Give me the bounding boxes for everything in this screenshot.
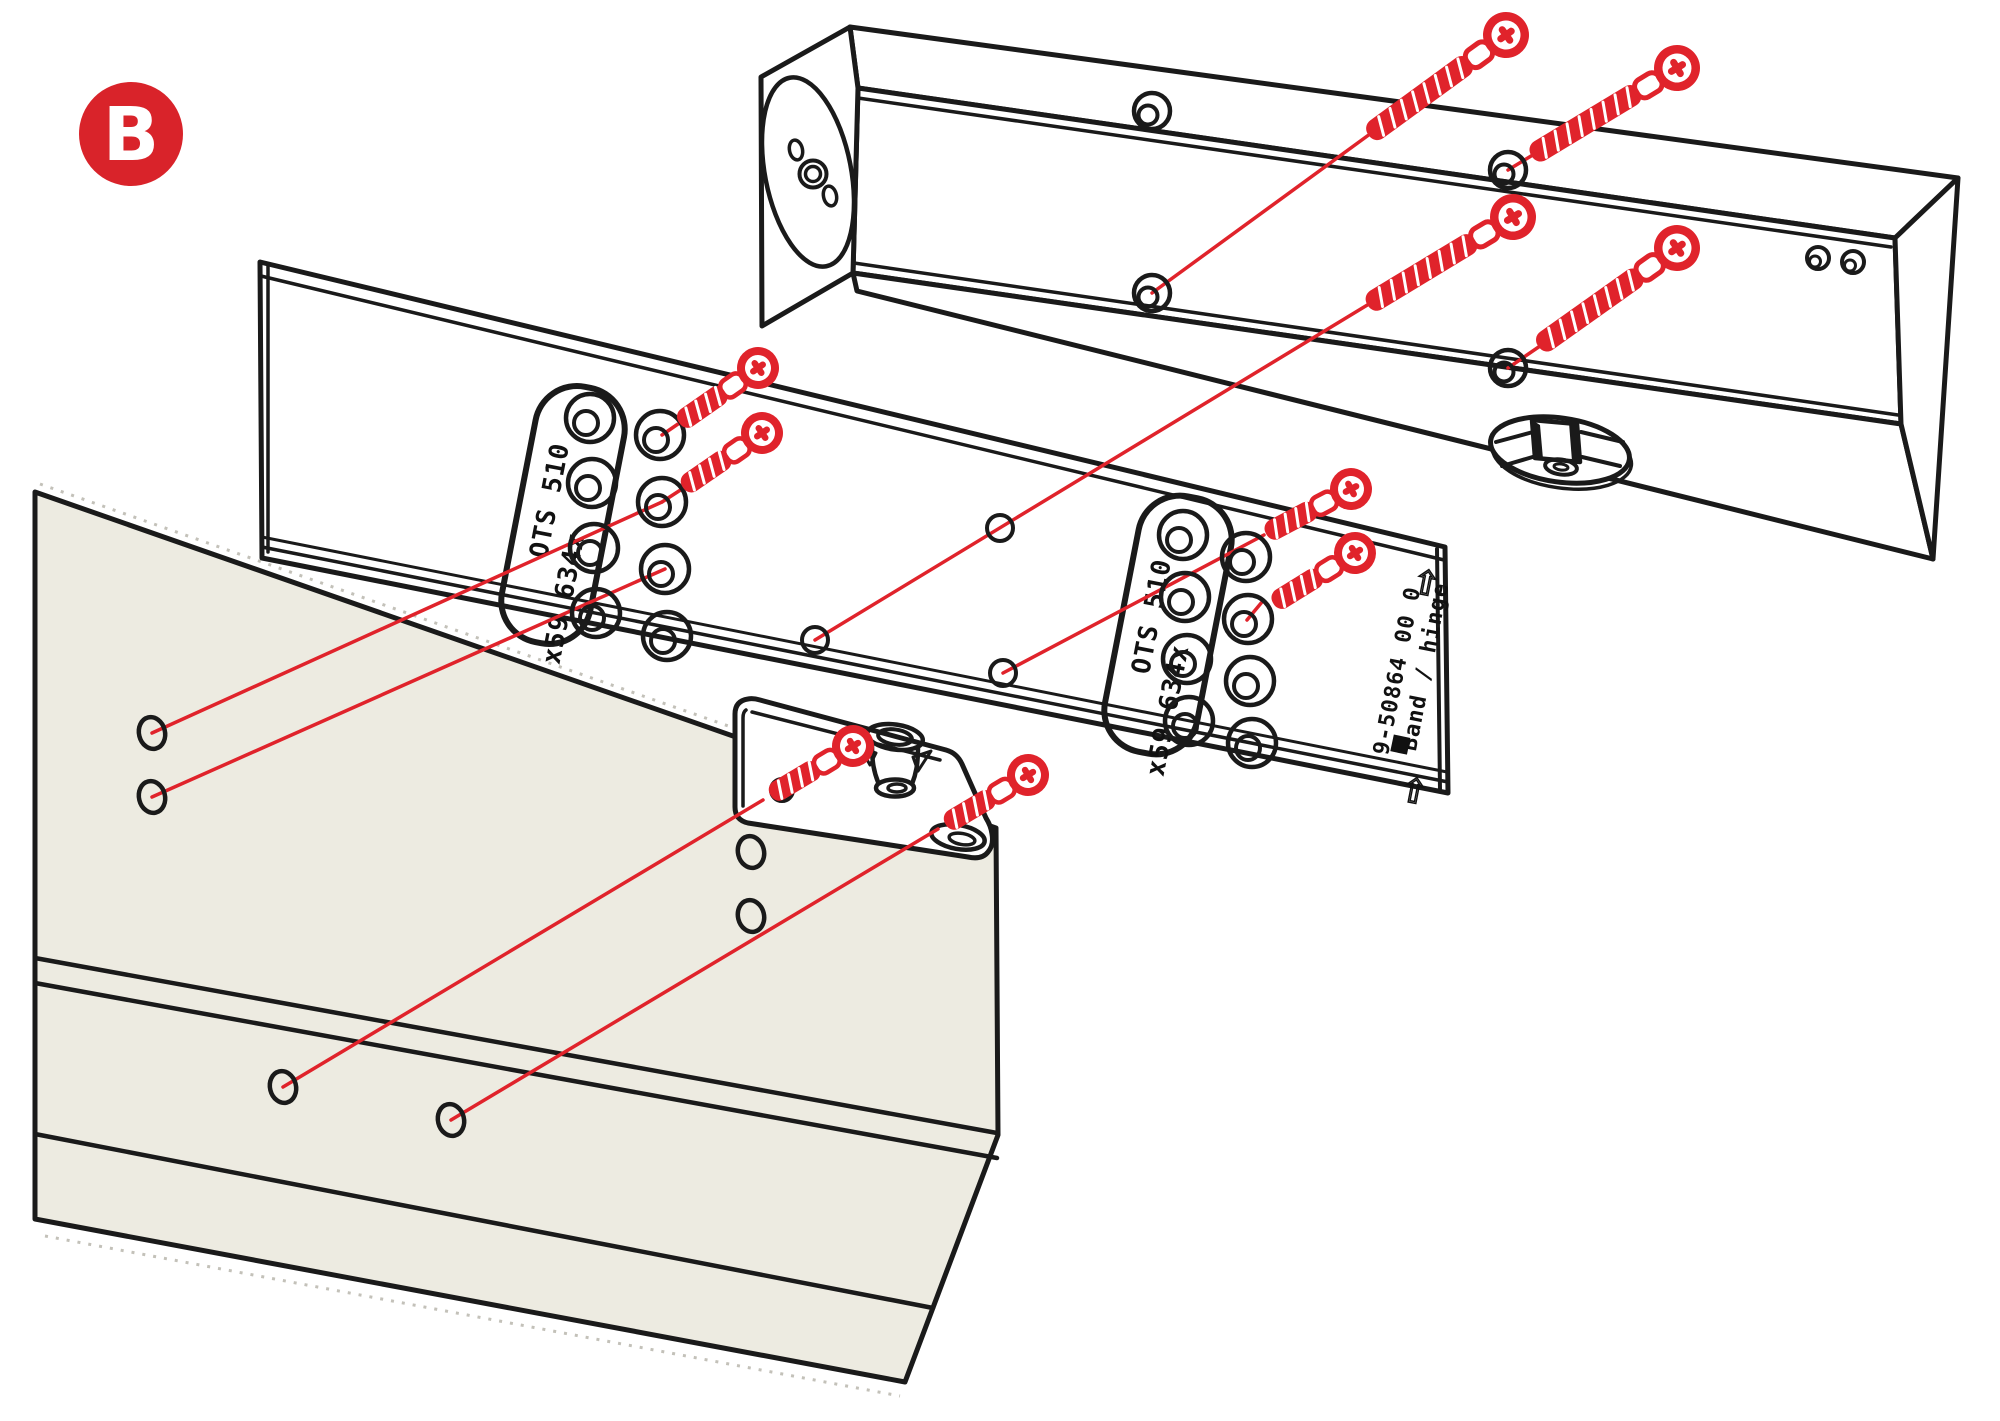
- arm-socket-cup: [873, 777, 917, 799]
- door-groove-line: [32, 955, 1000, 1136]
- valve-hole: [821, 184, 839, 208]
- spindle-square-side: [1569, 423, 1580, 462]
- end-cap-details: [759, 75, 857, 269]
- pinion-boss: [1488, 414, 1634, 491]
- door-top-shadow: [39, 482, 991, 820]
- step-badge: B: [79, 82, 183, 186]
- cam-opening: [759, 75, 857, 269]
- leader-line: [281, 798, 765, 1089]
- spindle-square-side: [1532, 420, 1543, 459]
- body-edge-line: [852, 261, 1900, 417]
- leader-line: [1245, 600, 1264, 622]
- body-edge-line: [856, 96, 1893, 249]
- rail-top-inner-edge: [259, 274, 1446, 562]
- marking-square: [1390, 734, 1411, 755]
- arm-socket-opening: [876, 727, 914, 747]
- leader-line: [449, 827, 940, 1122]
- bracket-rim-line: [741, 708, 748, 808]
- pinion-spoke: [1494, 430, 1535, 444]
- rail-right-inner-edge: [1435, 547, 1442, 792]
- socket-wedge: [911, 749, 933, 773]
- leader-line: [813, 302, 1371, 642]
- pinion-spoke: [1580, 455, 1622, 468]
- door-groove-line: [32, 980, 1000, 1161]
- valve-hole: [787, 138, 805, 162]
- spindle-hub-inner: [803, 164, 823, 184]
- spindle-hub: [797, 158, 829, 190]
- bracket-outline: [732, 696, 995, 861]
- pinion-spoke: [1579, 430, 1625, 444]
- bracket-slot-inner: [947, 831, 977, 847]
- drill-plate-2-outline: [1101, 492, 1235, 758]
- door-groove-line: [32, 1131, 936, 1311]
- body-left-end-cap: [758, 24, 861, 329]
- pinion-oval-port: [1543, 457, 1579, 477]
- pinion-spoke: [1500, 454, 1538, 468]
- leader-line: [150, 567, 667, 799]
- door-closer-body: [758, 24, 1961, 562]
- rail-bottom-fold-line: [260, 545, 1450, 784]
- drill-plate-1-outline: [498, 383, 628, 647]
- screw-leader-lines: [150, 132, 1545, 1122]
- badge-circle: [79, 82, 183, 186]
- door-bottom-shadow: [44, 1234, 901, 1398]
- mounting-rail: OTS 510 x59 634x OTS 510 x59 634x 9-5086…: [257, 259, 1454, 815]
- leader-line: [150, 500, 664, 735]
- body-right-end: [1892, 175, 1961, 562]
- leader-line: [1150, 132, 1372, 295]
- door-panel: [32, 482, 1001, 1398]
- hinge-direction-arrow-icon: ⇧: [1396, 770, 1432, 815]
- leader-line: [1506, 342, 1545, 370]
- pinion-oval-port-inner: [1552, 462, 1570, 472]
- badge-letter: B: [103, 92, 159, 178]
- rail-body: [257, 259, 1451, 796]
- arm-socket-cup-inner: [886, 782, 908, 794]
- rail-bottom-fold-line: [260, 535, 1449, 774]
